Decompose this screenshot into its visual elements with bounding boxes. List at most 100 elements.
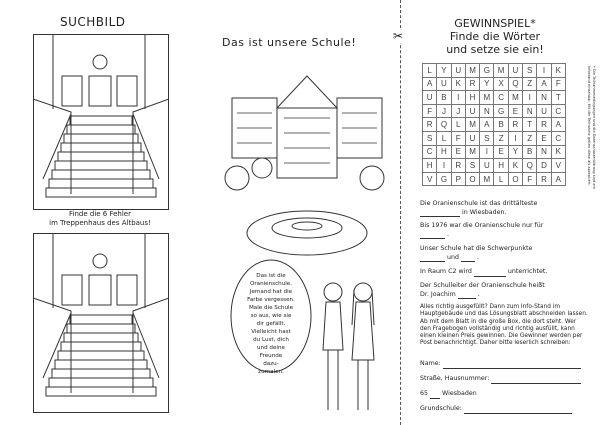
grid-cell[interactable]: M <box>464 63 481 78</box>
grid-cell[interactable]: R <box>507 117 524 132</box>
grid-cell[interactable]: K <box>507 158 524 173</box>
grid-cell[interactable]: K <box>550 63 566 78</box>
grid-cell[interactable]: Z <box>522 76 538 92</box>
grid-cell[interactable]: A <box>550 117 566 132</box>
grid-cell[interactable]: Z <box>522 130 538 146</box>
grid-cell[interactable]: C <box>493 90 509 105</box>
zip-input[interactable] <box>430 392 441 399</box>
grid-cell[interactable]: F <box>522 171 538 187</box>
grid-cell[interactable]: R <box>536 117 552 132</box>
grid-cell[interactable]: L <box>436 130 452 146</box>
grid-cell[interactable]: C <box>550 130 566 146</box>
grid-cell[interactable]: R <box>421 117 438 132</box>
grid-cell[interactable]: S <box>421 130 438 146</box>
answer-blank[interactable] <box>457 292 476 299</box>
grid-cell[interactable]: G <box>436 171 452 187</box>
grid-cell[interactable]: R <box>464 76 481 92</box>
grid-cell[interactable]: F <box>550 76 566 92</box>
grid-cell[interactable]: K <box>450 76 466 92</box>
grid-cell[interactable]: S <box>464 158 481 173</box>
answer-blank[interactable] <box>420 210 460 217</box>
grid-cell[interactable]: M <box>479 171 495 187</box>
answer-blank[interactable] <box>420 255 445 262</box>
grid-cell[interactable]: N <box>536 90 552 105</box>
grid-cell[interactable]: C <box>550 103 566 119</box>
grid-cell[interactable]: Q <box>522 158 538 173</box>
grid-cell[interactable]: L <box>493 171 509 187</box>
grid-cell[interactable]: F <box>421 103 438 119</box>
grid-cell[interactable]: D <box>536 158 552 173</box>
grid-cell[interactable]: N <box>479 103 495 119</box>
grid-cell[interactable]: A <box>479 117 495 132</box>
grid-cell[interactable]: N <box>536 144 552 160</box>
grid-cell[interactable]: M <box>493 63 509 78</box>
grid-cell[interactable]: G <box>479 63 495 78</box>
grid-cell[interactable]: U <box>464 103 481 119</box>
grid-cell[interactable]: Z <box>493 130 509 146</box>
grid-cell[interactable]: H <box>464 90 481 105</box>
grid-cell[interactable]: A <box>550 171 566 187</box>
grid-cell[interactable]: U <box>536 103 552 119</box>
grid-cell[interactable]: Y <box>479 76 495 92</box>
grid-cell[interactable]: Q <box>436 117 452 132</box>
grid-cell[interactable]: L <box>450 117 466 132</box>
grid-cell[interactable]: G <box>493 103 509 119</box>
grid-cell[interactable]: A <box>536 76 552 92</box>
grid-cell[interactable]: L <box>421 63 438 78</box>
grid-cell[interactable]: N <box>522 103 538 119</box>
grid-cell[interactable]: A <box>421 76 438 92</box>
answer-blank[interactable] <box>461 255 476 262</box>
school-input[interactable] <box>463 407 572 414</box>
grid-cell[interactable]: I <box>479 144 495 160</box>
answer-blank[interactable] <box>473 270 506 277</box>
grid-cell[interactable]: J <box>450 103 466 119</box>
grid-cell[interactable]: I <box>450 90 466 105</box>
grid-cell[interactable]: I <box>536 63 552 78</box>
grid-cell[interactable]: I <box>522 90 538 105</box>
grid-cell[interactable]: V <box>550 158 566 173</box>
grid-cell[interactable]: R <box>536 171 552 187</box>
grid-cell[interactable]: F <box>450 130 466 146</box>
grid-cell[interactable]: H <box>436 144 452 160</box>
grid-cell[interactable]: B <box>522 144 538 160</box>
grid-cell[interactable]: U <box>479 158 495 173</box>
grid-cell[interactable]: H <box>493 158 509 173</box>
grid-cell[interactable]: M <box>464 117 481 132</box>
grid-cell[interactable]: V <box>421 171 438 187</box>
grid-cell[interactable]: U <box>421 90 438 105</box>
grid-cell[interactable]: R <box>450 158 466 173</box>
grid-cell[interactable]: X <box>493 76 509 92</box>
name-input[interactable] <box>442 362 581 369</box>
street-input[interactable] <box>491 377 582 384</box>
grid-cell[interactable]: M <box>507 90 524 105</box>
grid-cell[interactable]: C <box>421 144 438 160</box>
grid-cell[interactable]: J <box>436 103 452 119</box>
grid-cell[interactable]: Q <box>507 76 524 92</box>
grid-cell[interactable]: H <box>421 158 438 173</box>
grid-cell[interactable]: Y <box>436 63 452 78</box>
grid-cell[interactable]: I <box>436 158 452 173</box>
grid-cell[interactable]: U <box>507 63 524 78</box>
grid-cell[interactable]: O <box>507 171 524 187</box>
grid-cell[interactable]: B <box>436 90 452 105</box>
grid-cell[interactable]: U <box>450 63 466 78</box>
grid-cell[interactable]: I <box>507 130 524 146</box>
grid-cell[interactable]: U <box>464 130 481 146</box>
grid-cell[interactable]: S <box>479 130 495 146</box>
grid-cell[interactable]: T <box>522 117 538 132</box>
grid-cell[interactable]: E <box>536 130 552 146</box>
grid-cell[interactable]: O <box>464 171 481 187</box>
grid-cell[interactable]: Y <box>507 144 524 160</box>
grid-cell[interactable]: K <box>550 144 566 160</box>
grid-cell[interactable]: M <box>464 144 481 160</box>
grid-cell[interactable]: S <box>522 63 538 78</box>
grid-cell[interactable]: T <box>550 90 566 105</box>
grid-cell[interactable]: P <box>450 171 466 187</box>
answer-blank[interactable] <box>420 232 445 239</box>
grid-cell[interactable]: E <box>493 144 509 160</box>
grid-cell[interactable]: M <box>479 90 495 105</box>
grid-cell[interactable]: E <box>507 103 524 119</box>
grid-cell[interactable]: E <box>450 144 466 160</box>
grid-cell[interactable]: U <box>436 76 452 92</box>
grid-cell[interactable]: B <box>493 117 509 132</box>
